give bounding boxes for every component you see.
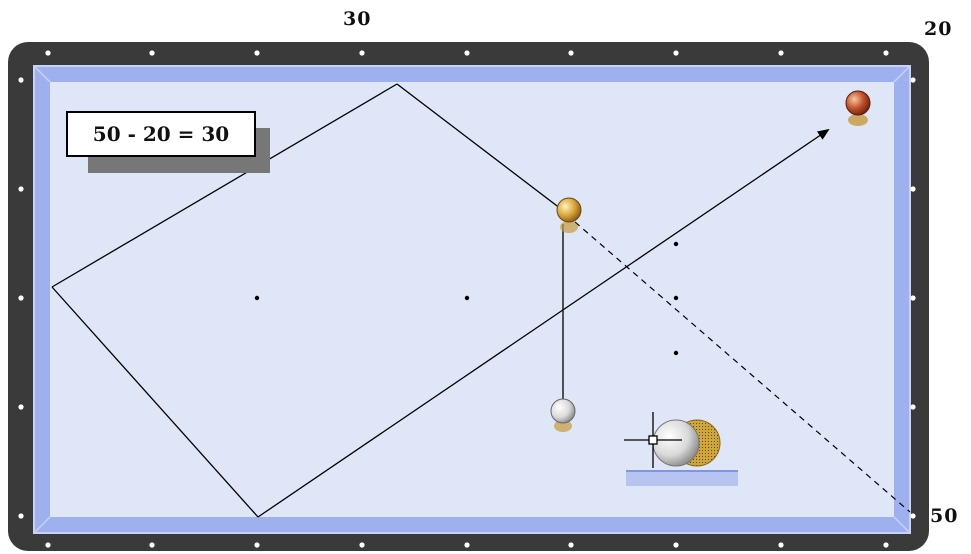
corner-bottom-right-label: 50 — [930, 505, 958, 527]
corner-top-right-label: 20 — [924, 18, 952, 40]
yellow-ball[interactable] — [557, 198, 581, 233]
red-ball[interactable] — [846, 91, 870, 126]
top-rail-label: 30 — [343, 8, 371, 30]
white-ball[interactable] — [551, 399, 575, 432]
formula-box: 50 - 20 = 30 — [66, 111, 256, 157]
formula-text: 50 - 20 = 30 — [93, 122, 229, 146]
